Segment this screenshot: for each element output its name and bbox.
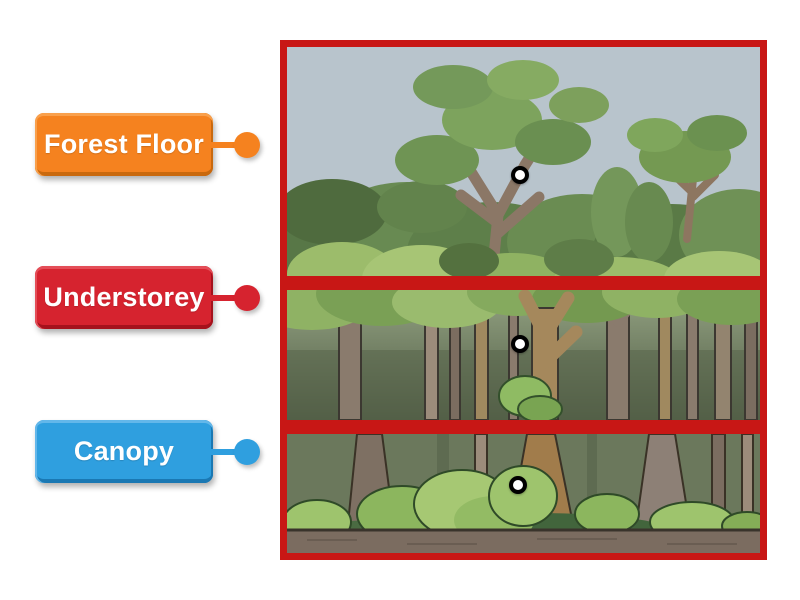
connector-dot — [234, 438, 260, 465]
connector-dot — [234, 131, 260, 158]
drop-target-dot[interactable] — [511, 166, 529, 184]
label-chip-canopy[interactable]: Canopy — [35, 420, 260, 483]
diagram-section-treetops — [280, 40, 767, 283]
diagram-section-forest-floor — [280, 427, 767, 560]
connector-stem — [211, 141, 239, 148]
label-text: Understorey — [43, 282, 205, 312]
drop-target-dot[interactable] — [509, 476, 527, 494]
label-text: Forest Floor — [44, 129, 204, 159]
diagram-frame — [280, 40, 767, 560]
drop-target-dot[interactable] — [511, 335, 529, 353]
connector-dot — [234, 284, 260, 311]
connector-stem — [211, 294, 239, 301]
label-text: Canopy — [73, 436, 175, 466]
label-chip-forest-floor[interactable]: Forest Floor — [35, 113, 260, 176]
label-chip-understorey[interactable]: Understorey — [35, 266, 260, 329]
trunks-illustration — [287, 290, 760, 420]
forest-floor-illustration — [287, 434, 760, 553]
treetops-illustration — [287, 47, 760, 276]
connector-stem — [211, 448, 239, 455]
diagram-section-trunks — [280, 283, 767, 427]
